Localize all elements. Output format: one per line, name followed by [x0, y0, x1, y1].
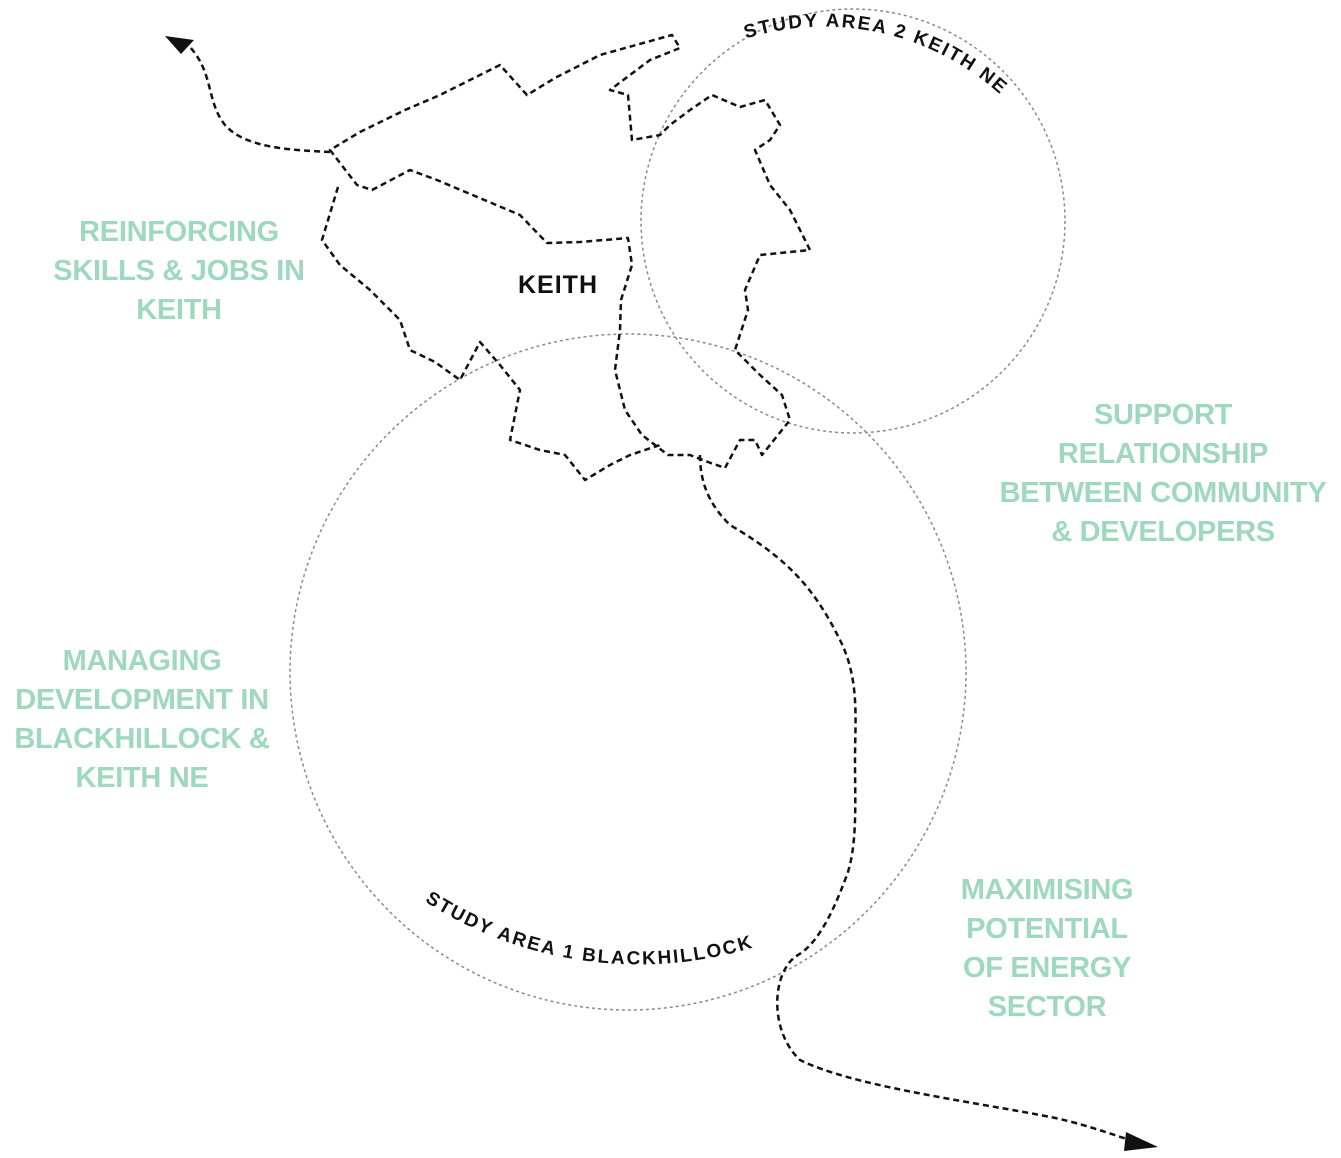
theme-line: BLACKHILLOCK & [14, 723, 270, 755]
town-label: KEITH [518, 271, 598, 299]
route-northwest [184, 41, 331, 154]
theme-line: KEITH [136, 294, 222, 326]
study-area-2-label: STUDY AREA 2 KEITH NE [742, 11, 1012, 100]
keith-boundary [320, 33, 812, 482]
theme-line: BETWEEN COMMUNITY [999, 477, 1327, 509]
arrowhead-northwest-icon [165, 36, 194, 54]
theme-line: KEITH NE [75, 762, 209, 794]
theme-line: & DEVELOPERS [1051, 516, 1275, 548]
theme-reinforcing-skills: REINFORCING SKILLS & JOBS IN KEITH [20, 213, 338, 330]
study-area-1-circle [289, 333, 967, 1011]
theme-managing-development: MANAGING DEVELOPMENT IN BLACKHILLOCK & K… [0, 642, 284, 798]
theme-line: POTENTIAL [966, 913, 1128, 945]
theme-line: RELATIONSHIP [1057, 438, 1269, 470]
theme-line: SUPPORT [1093, 399, 1233, 431]
study-area-2-circle [640, 8, 1066, 434]
theme-line: SECTOR [987, 991, 1107, 1023]
theme-line: OF ENERGY [962, 952, 1132, 984]
theme-line: MAXIMISING [960, 874, 1134, 906]
theme-line: REINFORCING [79, 216, 279, 248]
arrowhead-southeast-icon [1124, 1132, 1158, 1151]
theme-support-relationship: SUPPORT RELATIONSHIP BETWEEN COMMUNITY &… [985, 396, 1341, 552]
theme-maximising-energy: MAXIMISING POTENTIAL OF ENERGY SECTOR [918, 871, 1176, 1027]
theme-line: MANAGING [62, 645, 222, 677]
route-southeast [698, 454, 1131, 1142]
theme-line: DEVELOPMENT IN [15, 684, 269, 716]
study-area-1-label: STUDY AREA 1 BLACKHILLOCK [422, 888, 756, 970]
theme-line: SKILLS & JOBS IN [53, 255, 305, 287]
